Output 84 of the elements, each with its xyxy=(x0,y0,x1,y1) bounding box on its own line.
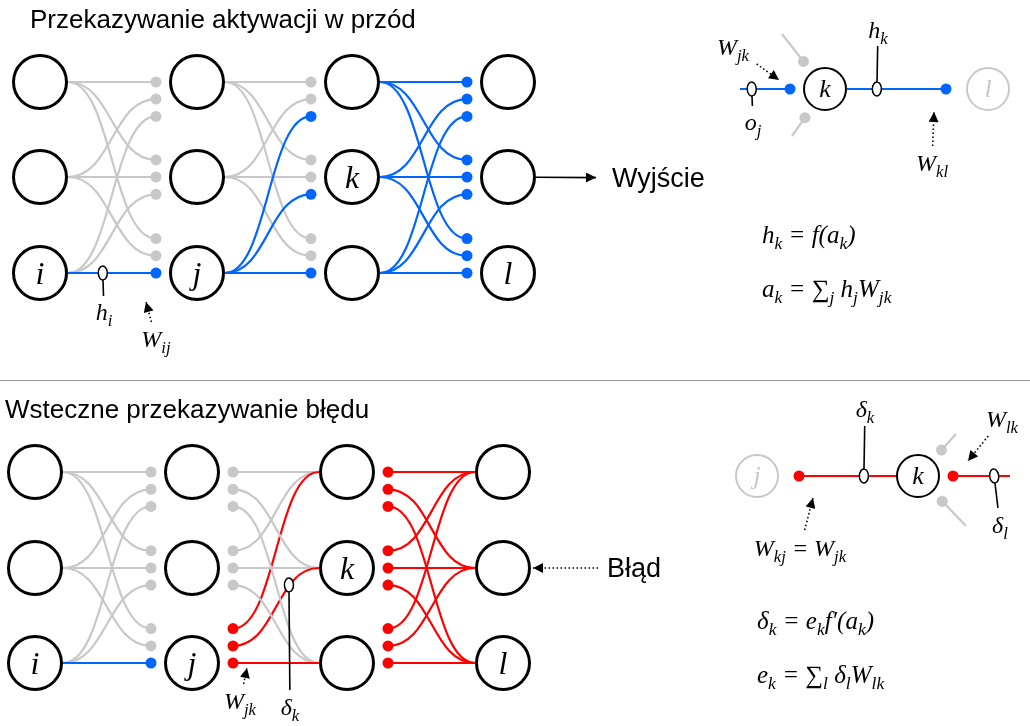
connection-line xyxy=(382,470,476,635)
neuron-circle: k xyxy=(803,67,847,111)
connection-line xyxy=(225,267,317,279)
leader-arrow xyxy=(143,301,154,323)
math-label: W$_{jk}$ xyxy=(704,30,762,64)
connection-line xyxy=(382,657,475,669)
neuron-circle: l xyxy=(480,245,536,301)
connection-line xyxy=(781,33,809,67)
math-label: W$_{kl}$ xyxy=(902,146,962,180)
leader-line xyxy=(858,425,870,484)
formula: e$_{k}$ = ∑$_{l}$ δ$_{l}$W$_{lk}$ xyxy=(757,660,885,690)
neuron-circle xyxy=(164,540,220,596)
math-label: δ$_{l}$ xyxy=(984,508,1016,542)
connection-line xyxy=(227,470,320,635)
section-title: Wsteczne przekazywanie błędu xyxy=(5,394,370,426)
neuron-circle: j xyxy=(169,245,225,301)
connection-line xyxy=(793,470,896,482)
neuron-circle xyxy=(475,540,531,596)
leader-arrow xyxy=(755,63,780,81)
neuron-circle xyxy=(7,540,63,596)
math-label: h$_{i}$ xyxy=(88,296,120,328)
neuron-circle xyxy=(7,444,63,500)
neuron-circle xyxy=(12,149,68,205)
neuron-circle: k xyxy=(319,540,375,596)
leader-line xyxy=(746,81,757,107)
neuron-circle xyxy=(169,149,225,205)
connection-line xyxy=(740,83,796,95)
neuron-circle xyxy=(169,54,225,110)
connection-line xyxy=(227,657,319,669)
math-label: o$_{j}$ xyxy=(737,106,769,138)
connection-line xyxy=(224,80,317,245)
neuron-circle: i xyxy=(12,245,68,301)
connection-line xyxy=(382,566,476,652)
connection-line xyxy=(947,470,1010,482)
neuron-circle xyxy=(324,245,380,301)
neuron-circle: i xyxy=(7,635,63,691)
connection-line xyxy=(67,80,162,245)
math-label: W$_{kj}$ = W$_{jk}$ xyxy=(712,530,888,566)
leader-line xyxy=(283,577,295,691)
formula: h$_{k}$ = f(a$_{k}$) xyxy=(762,220,856,250)
arrow xyxy=(535,172,597,183)
connection-line xyxy=(847,83,952,95)
math-label: h$_{k}$ xyxy=(861,14,895,46)
connection-line xyxy=(936,433,957,456)
neuron-circle: k xyxy=(896,454,940,498)
neuron-circle xyxy=(319,635,375,691)
section-title: Przekazywanie aktywacji w przód xyxy=(30,4,416,36)
connection-line xyxy=(62,470,157,635)
leader-line xyxy=(871,45,883,97)
connection-line xyxy=(380,267,473,279)
connection-line xyxy=(68,267,162,279)
math-label: W$_{ij}$ xyxy=(128,322,184,356)
connection-line xyxy=(936,495,967,527)
math-label: δ$_{k}$ xyxy=(848,392,882,426)
neuron-circle xyxy=(324,54,380,110)
formula: δ$_{k}$ = e$_{k}$f′(a$_{k}$) xyxy=(757,606,874,636)
leader-line xyxy=(97,265,109,297)
math-label: W$_{lk}$ xyxy=(974,402,1030,436)
neuron-circle: j xyxy=(164,635,220,691)
neuron-circle xyxy=(164,444,220,500)
neuron-circle xyxy=(319,444,375,500)
arrow xyxy=(532,563,599,573)
leader-arrow xyxy=(928,111,939,147)
connection-line xyxy=(63,657,157,669)
connection-line xyxy=(224,175,317,262)
neuron-circle: k xyxy=(324,149,380,205)
connection-line xyxy=(791,112,811,137)
leader-arrow xyxy=(240,667,250,685)
connection-line xyxy=(67,175,162,262)
neuron-circle: l xyxy=(475,635,531,691)
connection-line xyxy=(379,175,473,262)
neuron-circle xyxy=(12,54,68,110)
error-label: Błąd xyxy=(598,550,670,586)
math-label: δ$_{k}$ xyxy=(273,690,307,724)
neuron-circle xyxy=(480,54,536,110)
connection-line xyxy=(227,566,320,652)
output-label: Wyjście xyxy=(596,160,721,196)
leader-line xyxy=(988,468,1000,509)
leader-arrow xyxy=(967,435,990,462)
connection-line xyxy=(62,566,157,652)
neuron-circle xyxy=(480,149,536,205)
neuron-circle xyxy=(475,444,531,500)
connection-line xyxy=(379,80,473,245)
leader-arrow xyxy=(803,497,816,531)
